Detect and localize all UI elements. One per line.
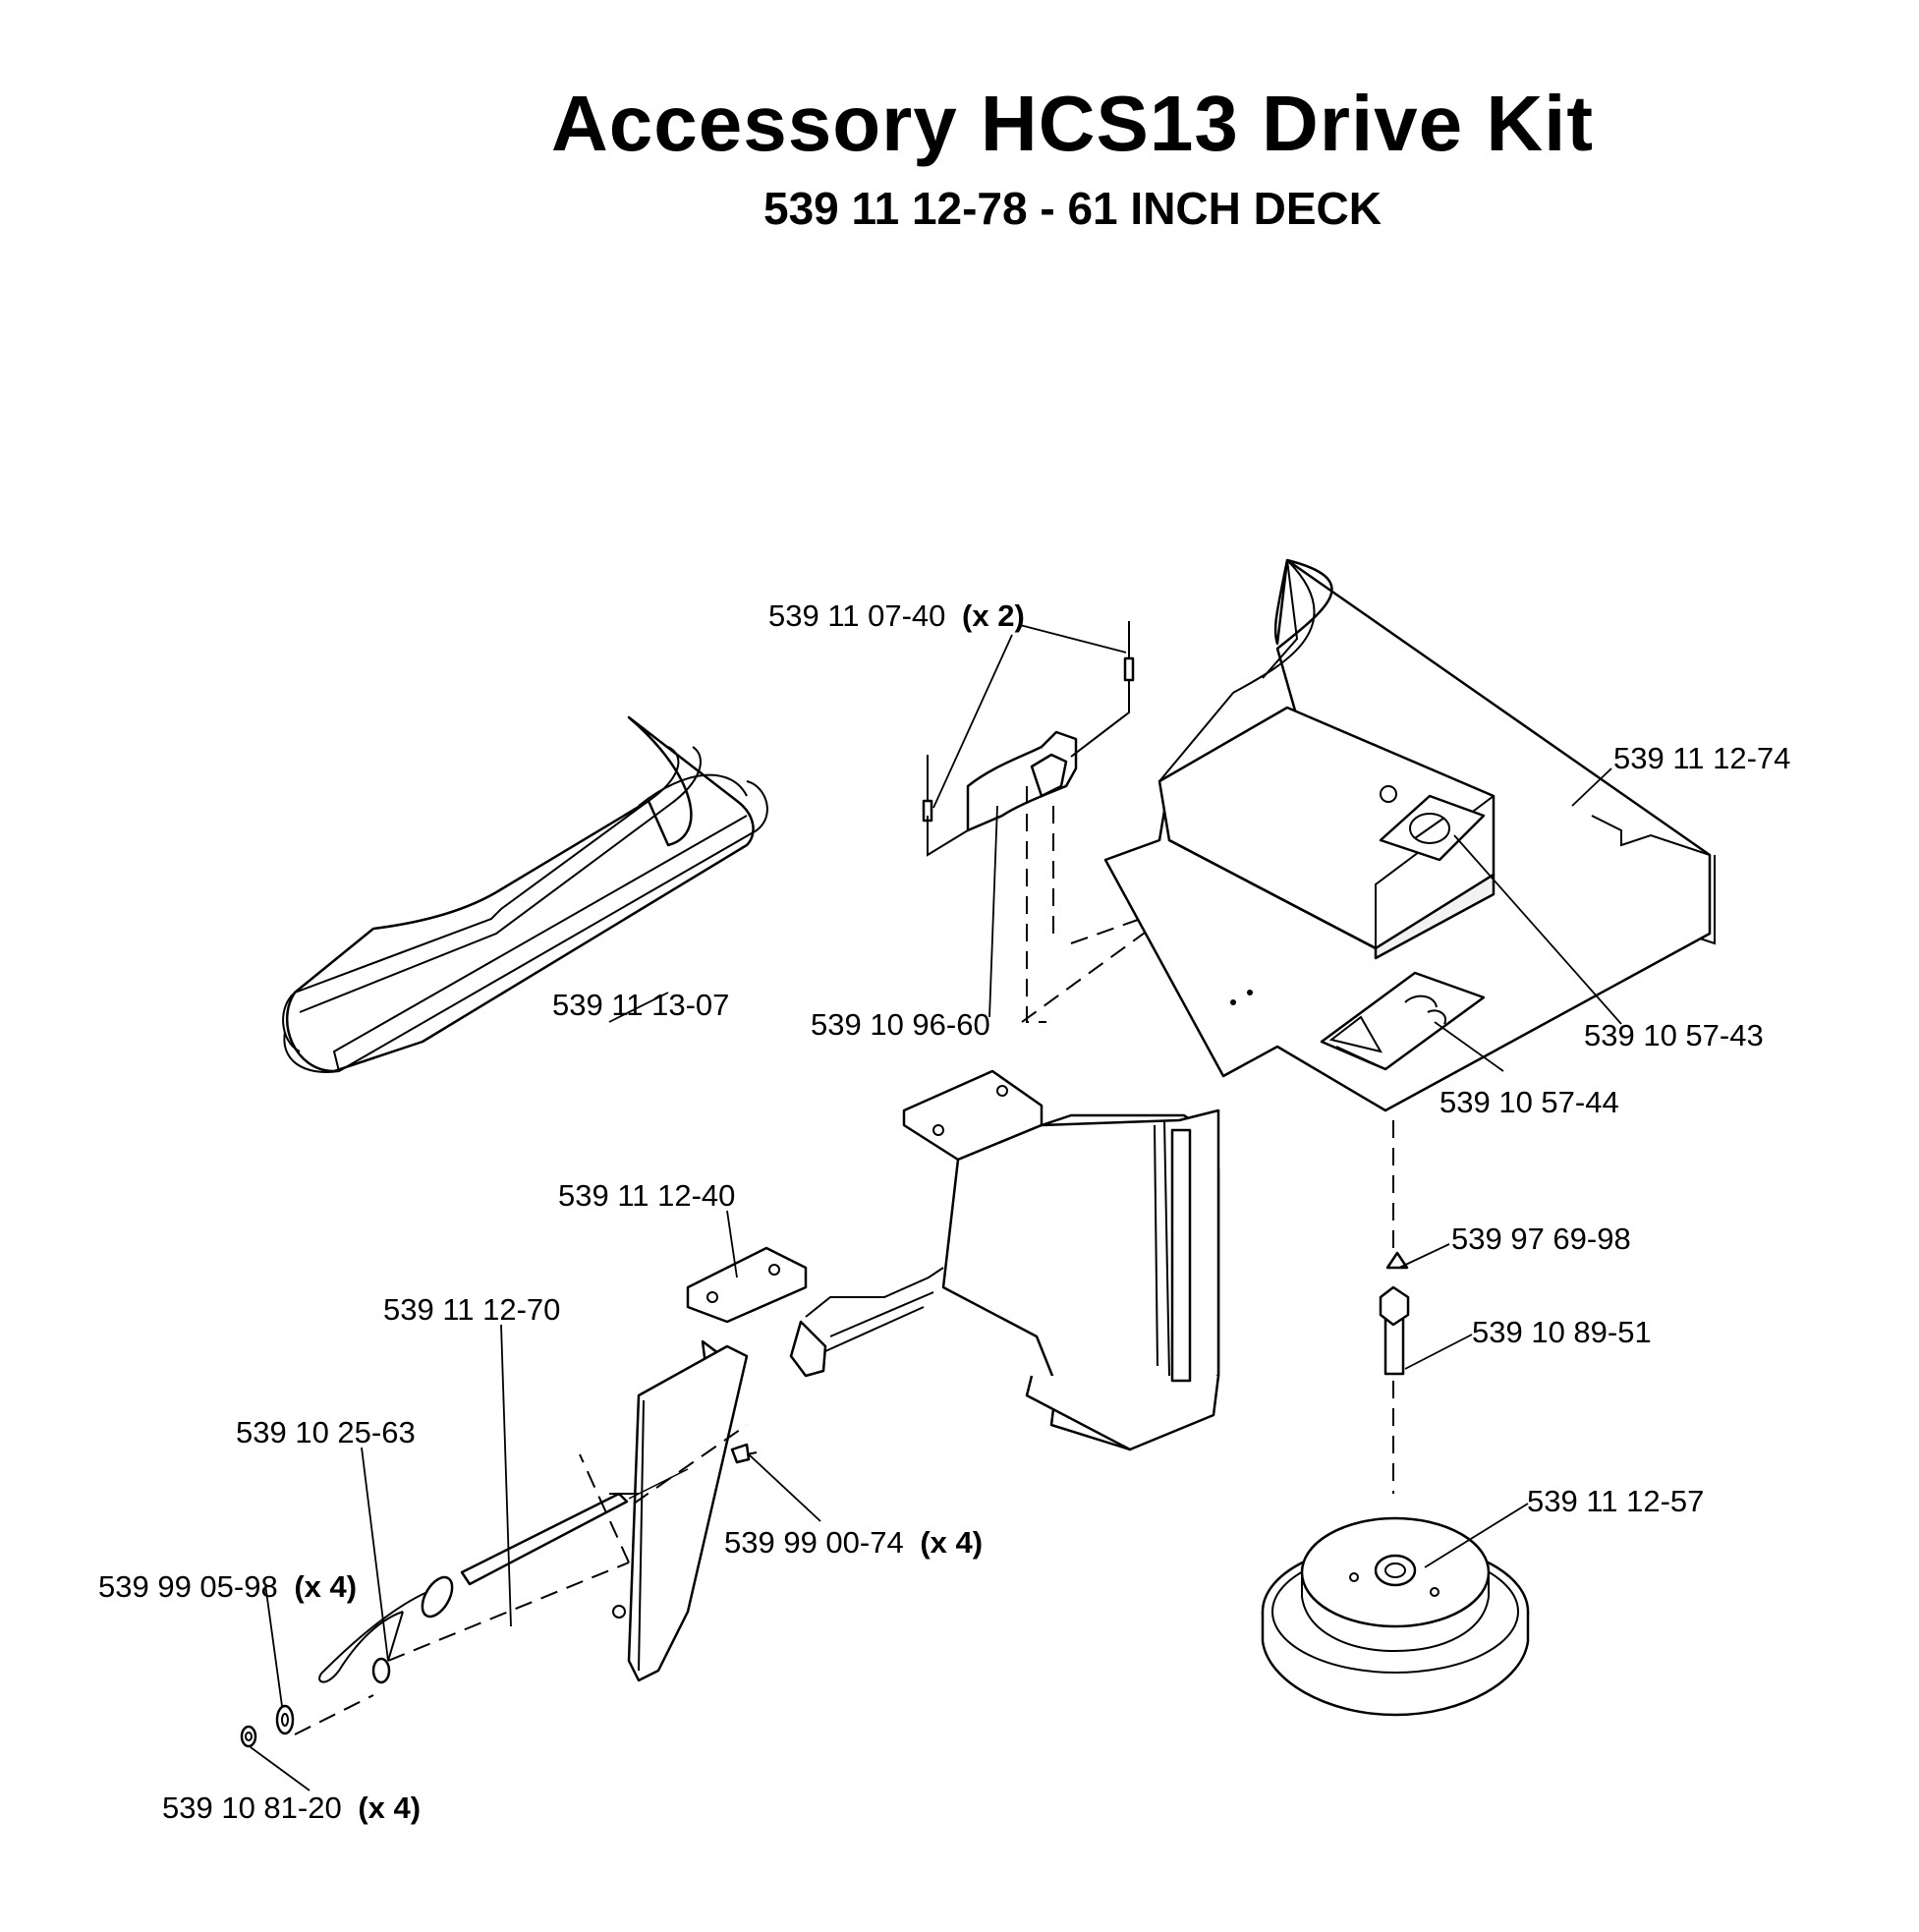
label-clip-pin-number: 539 11 07-40: [768, 598, 945, 633]
label-clip-pin: 539 11 07-40 (x 2): [768, 598, 1025, 633]
label-bolt: 539 99 00-74 (x 4): [724, 1525, 983, 1560]
label-grease-fitting: 539 97 69-98: [1451, 1222, 1631, 1256]
diagram-subtitle: 539 11 12-78 - 61 INCH DECK: [763, 183, 1382, 234]
label-washer-number: 539 99 05-98: [98, 1569, 278, 1604]
leader-lines: [250, 624, 1622, 1791]
latch-drawing: [922, 621, 1135, 857]
label-washer-qty: (x 4): [294, 1569, 357, 1604]
label-nut-number: 539 10 81-20: [162, 1790, 342, 1825]
label-rod: 539 11 12-70: [383, 1292, 560, 1327]
label-bracket-cover: 539 11 12-74: [1613, 741, 1790, 775]
washer-nut-drawing: [240, 1704, 295, 1748]
cover-drawing: [1103, 558, 1716, 1112]
label-belt: 539 11 13-07: [552, 988, 729, 1022]
label-washer: 539 99 05-98 (x 4): [98, 1569, 357, 1604]
label-decal-a: 539 10 57-43: [1584, 1018, 1764, 1052]
label-bolt-qty: (x 4): [920, 1525, 983, 1560]
bracket-drawing: [612, 1069, 1220, 1682]
part-labels: 539 11 07-40 (x 2) 539 11 12-74 539 11 1…: [98, 598, 1790, 1825]
label-clip-pin-qty: (x 2): [962, 598, 1025, 633]
bolt-drawing: [730, 1443, 758, 1464]
label-nut: 539 10 81-20 (x 4): [162, 1790, 421, 1825]
label-nut-qty: (x 4): [358, 1790, 421, 1825]
label-bolt-number: 539 99 00-74: [724, 1525, 904, 1560]
label-pulley: 539 11 12-57: [1527, 1484, 1704, 1518]
diagram-title: Accessory HCS13 Drive Kit: [550, 80, 1595, 167]
label-latch: 539 10 96-60: [811, 1007, 990, 1042]
label-mount-bracket: 539 11 12-40: [558, 1178, 735, 1213]
rod-drawing: [294, 1424, 748, 1735]
label-lanyard: 539 10 25-63: [236, 1415, 416, 1449]
label-decal-b: 539 10 57-44: [1439, 1085, 1619, 1119]
label-pulley-bolt: 539 10 89-51: [1472, 1315, 1652, 1349]
belt-drawing: [282, 715, 768, 1073]
pulley-drawing: [1261, 1120, 1530, 1717]
